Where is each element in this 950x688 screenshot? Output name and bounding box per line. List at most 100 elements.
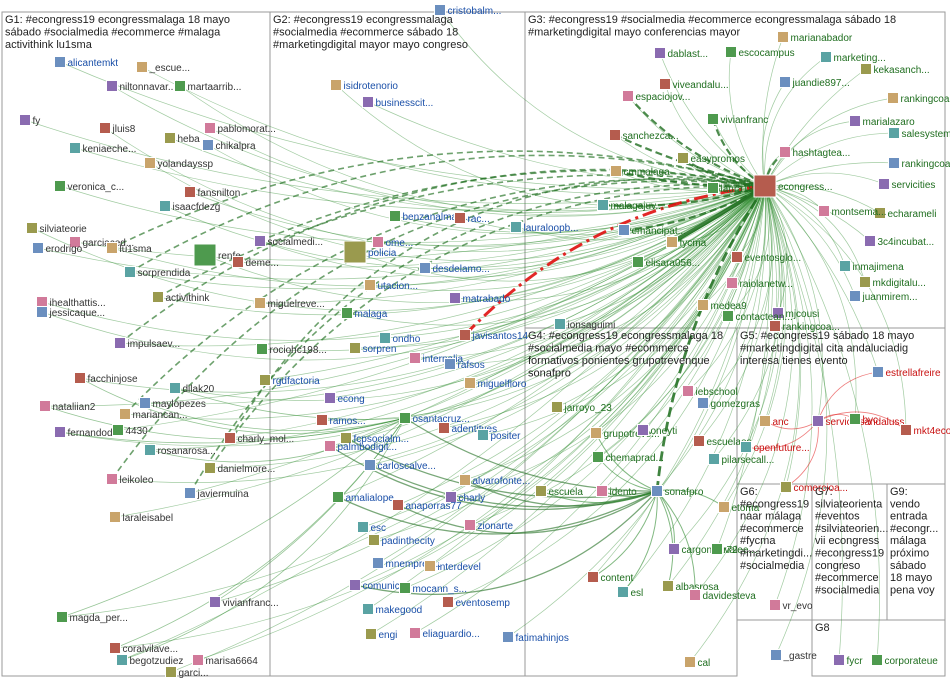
node-pilarsecall[interactable]: pilarsecall... [708,453,775,467]
node-begotzudiez[interactable]: begotzudiez [116,654,184,668]
node-policia[interactable]: policia [343,240,397,264]
node-hashtagtea[interactable]: hashtagtea... [779,146,851,160]
node-escuela[interactable]: escuela [535,485,584,499]
node-cal[interactable]: cal [684,656,711,670]
node-deme[interactable]: deme... [232,256,279,270]
node-mkt4ecom[interactable]: mkt4ecom... [900,424,950,438]
node-marketing[interactable]: marketing... [820,51,886,65]
node-jessicaque[interactable]: jessicaque... [36,306,106,320]
node-inmajimena[interactable]: inmajimena [839,260,905,274]
node-escue[interactable]: _escue... [136,61,191,75]
node-internalia[interactable]: internalia [409,352,464,366]
node-dilak20[interactable]: dilak20 [169,382,215,396]
node-makegood[interactable]: makegood [362,603,423,617]
node-impulsaev[interactable]: impulsaev... [114,337,181,351]
node-leikoleo[interactable]: leikoleo [106,473,154,487]
node-juanmirem[interactable]: juanmirem... [849,290,918,304]
node-openfuture[interactable]: openfuture... [740,441,810,455]
node-yolandayssp[interactable]: yolandayssp [144,157,214,171]
node-marialazaro[interactable]: marialazaro [849,115,916,129]
node-fycma[interactable]: fycma [666,236,707,250]
node-n3c4incubat[interactable]: 3c4incubat... [864,235,935,249]
node-alvarofonte[interactable]: alvarofonte... [459,474,531,488]
node-utacion[interactable]: utacion... [364,279,419,293]
node-rgdfactoria[interactable]: rgdfactoria [259,374,321,388]
node-businesscit[interactable]: businesscit... [362,96,434,110]
node-marisa6664[interactable]: marisa6664 [192,654,259,668]
node-idento[interactable]: idento [596,485,638,499]
node-jluis8[interactable]: jluis8 [99,122,136,136]
node-estrellafreire[interactable]: estrellafreire [872,366,941,380]
node-montsema[interactable]: montsema... [818,205,887,219]
node-facchinjose[interactable]: facchinjose [74,372,138,386]
node-javiermuina[interactable]: javiermuina [184,487,250,501]
node-sonafpro[interactable]: sonafpro [651,485,704,499]
node-marianabador[interactable]: marianabador [777,31,853,45]
node-danielmore[interactable]: danielmore... [204,462,276,476]
node-emancipat[interactable]: emancipat... [618,224,686,238]
node-matrabado[interactable]: matrabado [449,292,511,306]
node-n4430[interactable]: 4430 [112,424,149,438]
node-medea9[interactable]: medea9 [697,299,748,313]
node-vr_evo[interactable]: vr_evo [769,599,813,613]
node-mocann_s[interactable]: mocann_s... [399,582,467,596]
node-sorprendida[interactable]: sorprendida [124,266,191,280]
node-espaciojov[interactable]: espaciojov... [622,90,691,104]
node-escocampus[interactable]: escocampus [725,46,795,60]
node-byc[interactable]: byc [849,413,879,427]
node-nataliian2[interactable]: nataliian2 [39,400,96,414]
node-javisantos14[interactable]: javisantos14 [459,329,529,343]
node-mnempres[interactable]: mnempres... [372,557,442,571]
node-garci[interactable]: garci... [165,666,209,680]
node-eventosglo[interactable]: eventosglo... [731,251,802,265]
node-malagajuv[interactable]: malagajuv... [597,199,664,213]
node-erodrigo[interactable]: erodrigo [32,242,83,256]
node-rafsos[interactable]: rafsos [444,358,485,372]
node-niltonnavar[interactable]: niltonnavar... [106,80,177,94]
node-comercioa[interactable]: comercioa... [780,481,848,495]
node-palmbodigit[interactable]: palmbodigit... [324,440,397,454]
node-malaga[interactable]: malaga [341,307,388,321]
node-albasrosa[interactable]: albasrosa [662,580,720,594]
node-esl[interactable]: esl [617,586,644,600]
node-benzanalmala[interactable]: benzanalmala... [389,210,474,224]
node-oneyti[interactable]: oneyti [637,424,678,438]
node-juandie897[interactable]: juandie897... [779,76,850,90]
node-pablomorat[interactable]: pablomorat... [204,122,276,136]
node-heba[interactable]: heba [164,132,201,146]
node-anc[interactable]: anc [759,415,789,429]
node-miguelreve[interactable]: miguelreve... [254,297,325,311]
node-serviciosandaluss[interactable]: serviciosandaluss [812,415,905,429]
node-fernandod[interactable]: fernandod... [54,426,121,440]
node-isidrotenorio[interactable]: isidrotenorio [330,79,399,93]
node-silviateorie[interactable]: silviateorie [26,222,88,236]
node-chemaprad[interactable]: chemaprad... [592,451,664,465]
node-magda_per[interactable]: magda_per... [56,611,128,625]
node-alicantemkt[interactable]: alicantemkt [54,56,119,70]
node-comunicae[interactable]: comunicae [349,579,412,593]
node-activithink[interactable]: activithink [152,291,211,305]
node-fansnilton[interactable]: fansnilton [184,186,241,200]
node-cristobalm[interactable]: cristobalm... [434,4,502,18]
node-cmmalaga[interactable]: cmmalaga [610,165,671,179]
node-charly[interactable]: charly [445,491,486,505]
node-martaarrib[interactable]: martaarrib... [174,80,242,94]
node-contactean[interactable]: contactean... [722,310,793,324]
node-easypromos[interactable]: easypromos [677,152,745,166]
node-interdevel[interactable]: interdevel [424,560,481,574]
node-fycr[interactable]: fycr [833,654,864,668]
node-rankingcoa[interactable]: rankingcoa... [887,92,950,106]
node-rosanarosa[interactable]: rosanarosa... [144,444,216,458]
node-echarameli[interactable]: echarameli [874,207,937,221]
node-maylopezes[interactable]: maylopezes [139,397,206,411]
node-fatimahinjos[interactable]: fatimahinjos [502,631,569,645]
node-lu1sma[interactable]: lu1sma [106,242,153,256]
node-adentityes[interactable]: adentityes [438,422,498,436]
node-etoma[interactable]: etoma [718,501,760,515]
node-amalialope[interactable]: amalialope... [332,491,403,505]
node-mariancan[interactable]: mariancan... [119,408,188,422]
node-vivieandalu[interactable]: viveandalu... [659,78,729,92]
node-fy[interactable]: fy [19,114,41,128]
node-ondho[interactable]: ondho [379,332,421,346]
node-charly_mol[interactable]: charly_mol... [224,432,295,446]
